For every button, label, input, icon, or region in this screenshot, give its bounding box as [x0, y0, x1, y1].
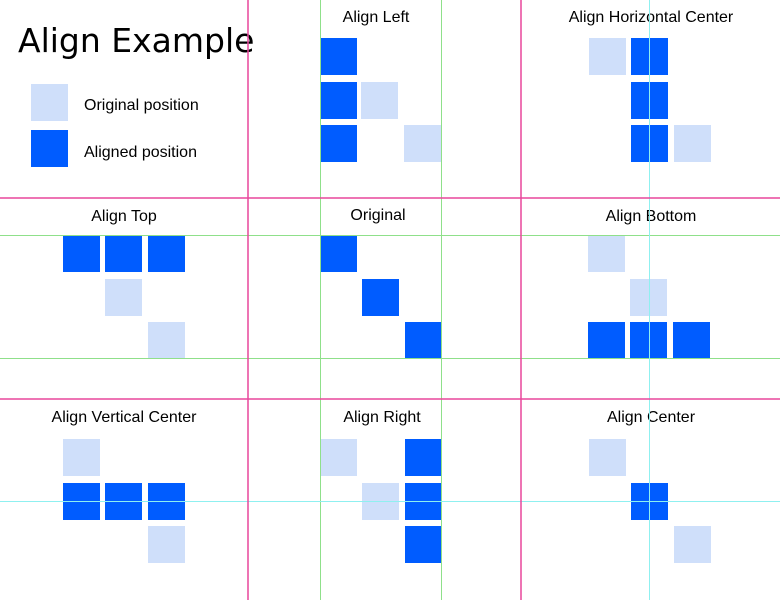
- align-center-original-square-3: [674, 526, 711, 563]
- panel-title-align-right: Align Right: [343, 409, 421, 426]
- align-right-aligned-square-1: [405, 439, 442, 476]
- align-bottom-aligned-square-2: [630, 322, 667, 359]
- align-left-aligned-square-1: [320, 38, 357, 75]
- panel-title-align-left: Align Left: [343, 9, 410, 26]
- legend-original-swatch: [31, 84, 68, 121]
- align-right-aligned-square-3: [405, 526, 442, 563]
- align-left-aligned-square-3: [320, 125, 357, 162]
- align-bottom-aligned-square-1: [588, 322, 625, 359]
- align-center-original-square-1: [589, 439, 626, 476]
- align-right-original-square-1: [320, 439, 357, 476]
- legend-aligned-label: Aligned position: [84, 144, 197, 161]
- align-left-aligned-square-2: [320, 82, 357, 119]
- legend-aligned-swatch: [31, 130, 68, 167]
- align-vcenter-original-square-3: [148, 526, 185, 563]
- original-square-2: [362, 279, 399, 316]
- align-top-aligned-square-1: [63, 235, 100, 272]
- align-bottom-original-square-1: [588, 235, 625, 272]
- align-vcenter-original-square-1: [63, 439, 100, 476]
- align-bottom-aligned-square-3: [673, 322, 710, 359]
- original-square-1: [320, 235, 357, 272]
- panel-title-align-bottom: Align Bottom: [606, 208, 697, 225]
- align-hcenter-original-square-3: [674, 125, 711, 162]
- align-left-original-square-2: [361, 82, 398, 119]
- panel-title-original: Original: [350, 207, 405, 224]
- panel-title-align-center: Align Center: [607, 409, 696, 426]
- align-bottom-original-square-2: [630, 279, 667, 316]
- align-top-original-square-3: [148, 322, 185, 359]
- legend-original-label: Original position: [84, 97, 199, 114]
- original-square-3: [405, 322, 442, 359]
- panel-title-align-vertical-center: Align Vertical Center: [52, 409, 198, 426]
- diagram-title: Align Example: [18, 21, 254, 60]
- align-top-original-square-2: [105, 279, 142, 316]
- panel-title-align-horizontal-center: Align Horizontal Center: [569, 9, 734, 26]
- panel-title-align-top: Align Top: [91, 208, 157, 225]
- align-top-aligned-square-3: [148, 235, 185, 272]
- align-left-original-square-3: [404, 125, 441, 162]
- align-top-aligned-square-2: [105, 235, 142, 272]
- align-hcenter-original-square-1: [589, 38, 626, 75]
